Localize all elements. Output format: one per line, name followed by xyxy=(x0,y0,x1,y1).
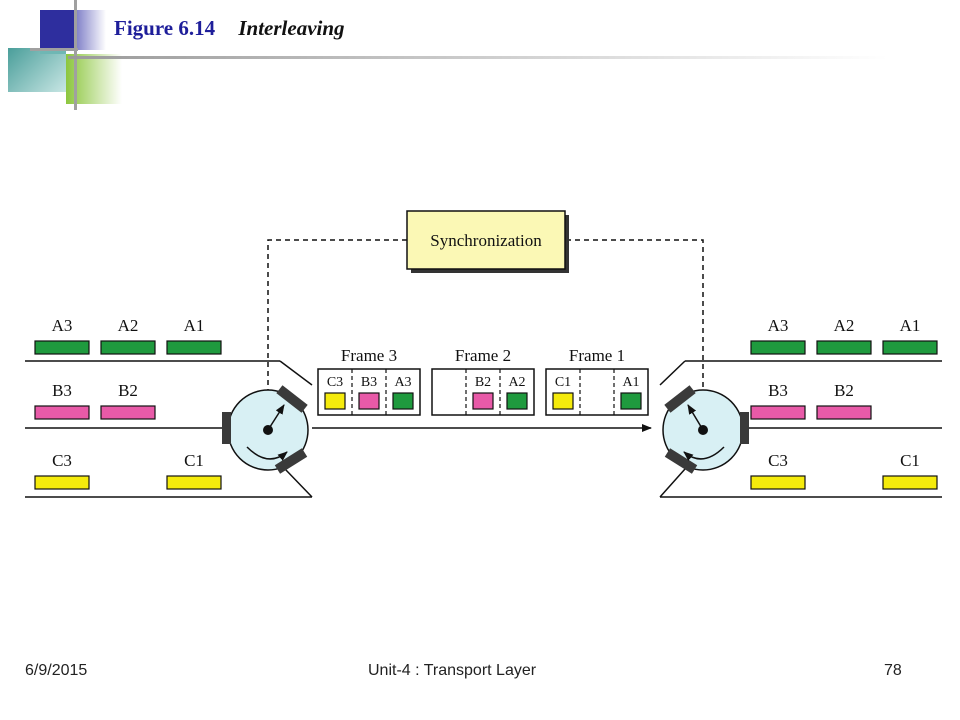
unit-label: B2 xyxy=(834,381,854,400)
slot-unit xyxy=(552,392,574,410)
right-lineB-unit: B2 xyxy=(816,381,872,420)
unit-label: A1 xyxy=(184,316,205,335)
sync-dashed-line xyxy=(267,239,704,430)
unit-block xyxy=(34,405,90,420)
left-line-rails xyxy=(25,360,313,498)
slot-label: B2 xyxy=(475,375,491,390)
slot-label: C3 xyxy=(327,375,343,390)
slot-label: A1 xyxy=(622,375,639,390)
slot-unit xyxy=(392,392,414,410)
slot-unit xyxy=(358,392,380,410)
unit-block xyxy=(34,340,90,355)
unit-block xyxy=(100,405,156,420)
slot-unit xyxy=(506,392,528,410)
right-line-rails xyxy=(659,360,942,498)
footer-course: Unit-4 : Transport Layer xyxy=(368,662,537,679)
left-lineC-unit: C1 xyxy=(166,451,222,490)
unit-label: A1 xyxy=(900,316,921,335)
right-lineB-unit: B3 xyxy=(750,381,806,420)
unit-block xyxy=(34,475,90,490)
unit-label: C3 xyxy=(768,451,788,470)
left-lineC-unit: C3 xyxy=(34,451,90,490)
slot-unit xyxy=(472,392,494,410)
unit-block xyxy=(882,340,938,355)
unit-block xyxy=(100,340,156,355)
unit-block xyxy=(750,340,806,355)
unit-label: C1 xyxy=(900,451,920,470)
left-lineB-unit: B2 xyxy=(100,381,156,420)
right-lineA-unit: A3 xyxy=(750,316,806,355)
unit-block xyxy=(166,475,222,490)
unit-label: B2 xyxy=(118,381,138,400)
unit-block xyxy=(166,340,222,355)
slot-unit xyxy=(324,392,346,410)
left-lineA-unit: A2 xyxy=(100,316,156,355)
figure-number: Figure 6.14 xyxy=(114,16,216,40)
title-rule xyxy=(68,56,888,59)
right-lineA-unit: A2 xyxy=(816,316,872,355)
right-lineA-unit: A1 xyxy=(882,316,938,355)
left-lineA-unit: A3 xyxy=(34,316,90,355)
figure-name: Interleaving xyxy=(238,16,345,40)
multiplexer xyxy=(222,385,309,474)
sync-label: Synchronization xyxy=(430,231,542,250)
slot-label: B3 xyxy=(361,375,377,390)
unit-label: A3 xyxy=(768,316,789,335)
sync-box: Synchronization xyxy=(406,210,569,273)
unit-label: A2 xyxy=(118,316,139,335)
frame-2: Frame 2 B2 A2 xyxy=(431,346,535,416)
right-lineC-unit: C3 xyxy=(750,451,806,490)
slot-unit xyxy=(620,392,642,410)
footer-date: 6/9/2015 xyxy=(25,662,88,679)
corner-decoration xyxy=(0,0,130,110)
unit-label: A2 xyxy=(834,316,855,335)
footer-page-number: 78 xyxy=(884,662,902,679)
left-lineB-unit: B3 xyxy=(34,381,90,420)
right-lineC-unit: C1 xyxy=(882,451,938,490)
unit-label: A3 xyxy=(52,316,73,335)
unit-label: B3 xyxy=(768,381,788,400)
frame-1: Frame 3 C3 B3 A3 xyxy=(317,346,421,416)
unit-block xyxy=(750,475,806,490)
frame-label: Frame 2 xyxy=(455,346,511,365)
unit-block xyxy=(750,405,806,420)
unit-block xyxy=(882,475,938,490)
slot-label: A3 xyxy=(394,375,411,390)
frame-label: Frame 1 xyxy=(569,346,625,365)
left-lineA-unit: A1 xyxy=(166,316,222,355)
slot-label: A2 xyxy=(508,375,525,390)
unit-label: C3 xyxy=(52,451,72,470)
slot-label: C1 xyxy=(555,375,571,390)
unit-block xyxy=(816,340,872,355)
frames: Frame 3 C3 B3 A3 Frame 2 B2 A2 Frame 1 C1 A1 xyxy=(317,346,649,416)
figure-title: Figure 6.14 Interleaving xyxy=(114,16,345,41)
unit-label: B3 xyxy=(52,381,72,400)
frame-label: Frame 3 xyxy=(341,346,397,365)
frame-3: Frame 1 C1 A1 xyxy=(545,346,649,416)
demultiplexer xyxy=(662,385,749,474)
unit-label: C1 xyxy=(184,451,204,470)
unit-block xyxy=(816,405,872,420)
